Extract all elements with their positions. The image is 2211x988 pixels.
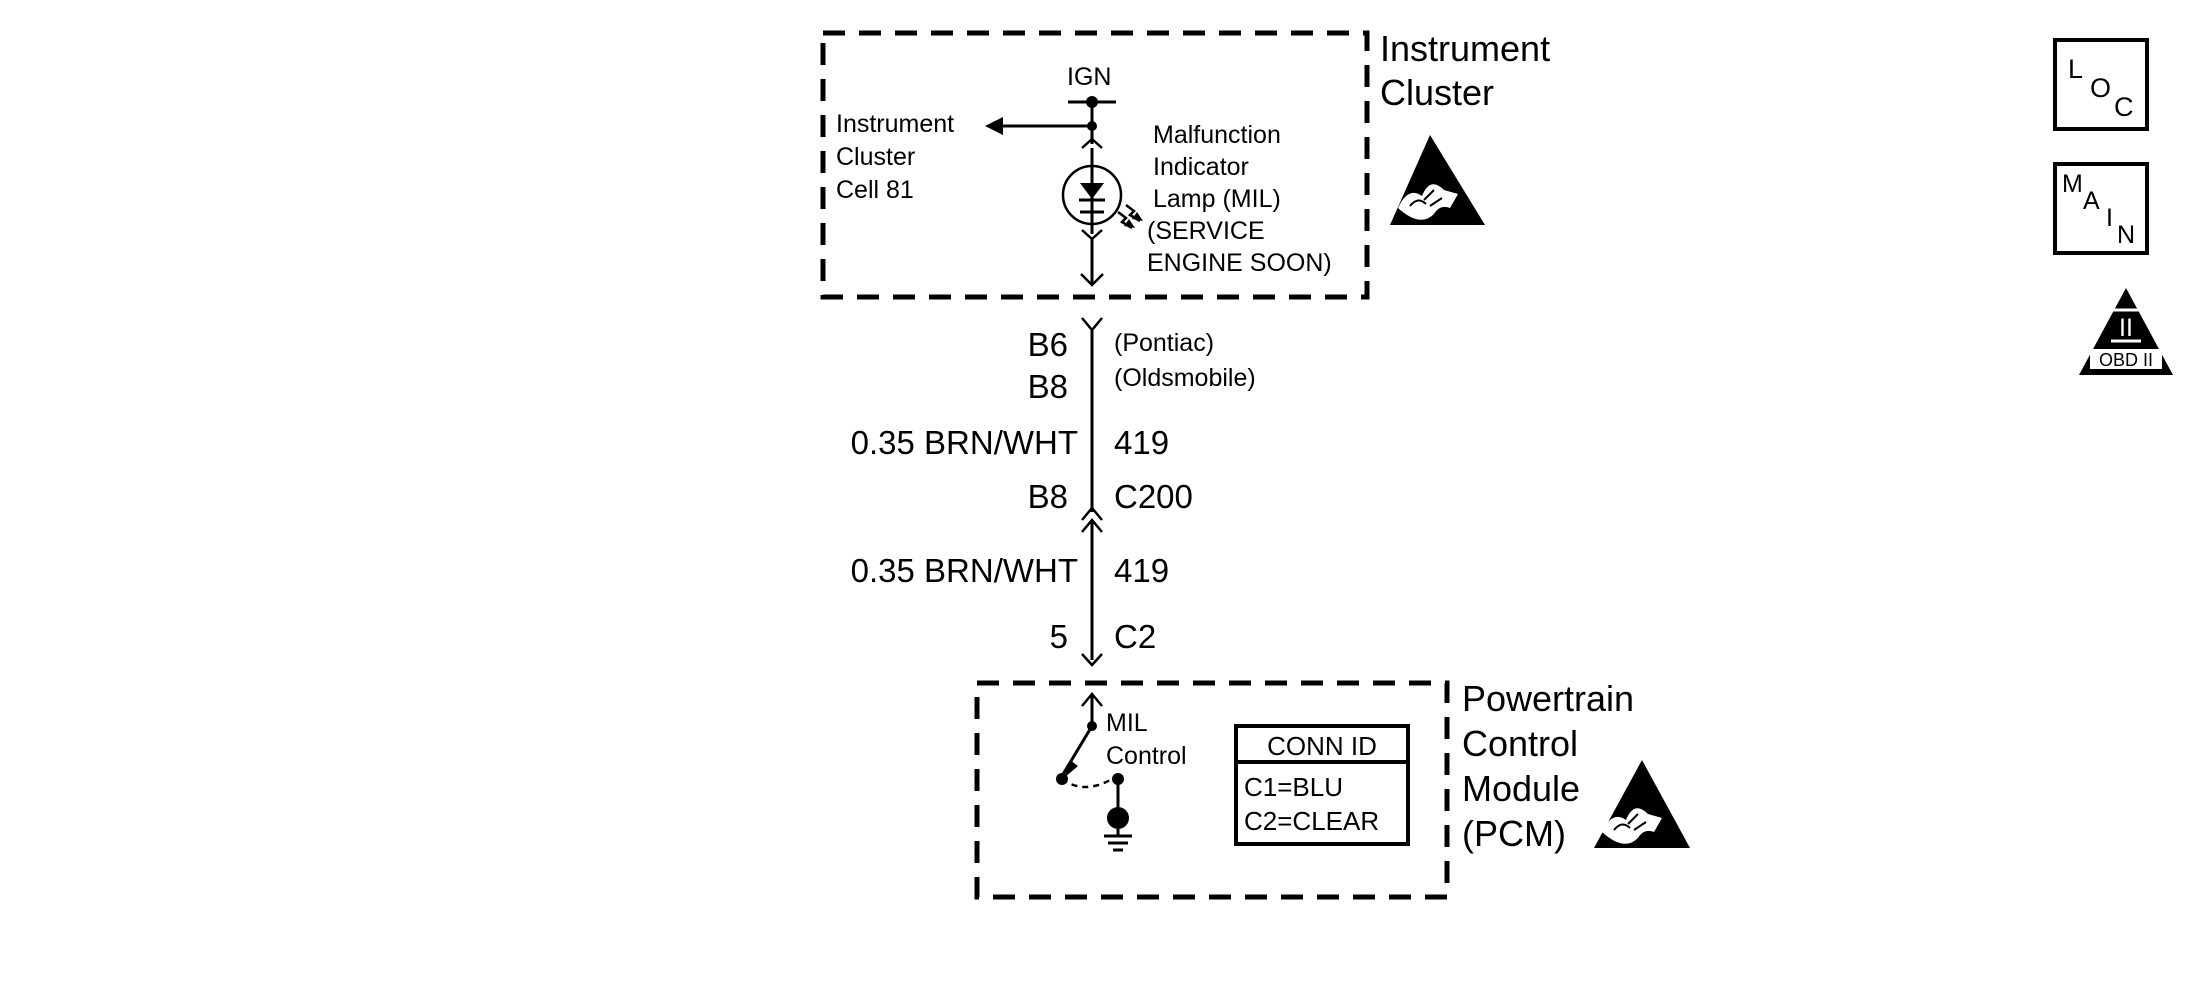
conn-id-header: CONN ID <box>1267 731 1377 761</box>
obd-ii-icon[interactable]: II OBD II <box>2079 288 2173 375</box>
svg-text:II: II <box>2119 314 2133 342</box>
conn-id-c1: C1=BLU <box>1244 772 1343 802</box>
instrument-cluster-title-line2: Cluster <box>1380 72 1494 113</box>
conn-id-c2: C2=CLEAR <box>1244 806 1379 836</box>
esd-warning-icon <box>1390 135 1485 225</box>
connector-b6-b8-icon <box>1081 317 1103 332</box>
connector-c200-icon <box>1081 506 1103 521</box>
esd-warning-icon <box>1594 760 1690 848</box>
pcm-boundary <box>974 680 1450 900</box>
pcm-connector-label: C2 <box>1114 618 1156 655</box>
cell81-ref-line3: Cell 81 <box>836 176 914 204</box>
ign-label: IGN <box>1067 63 1111 91</box>
loc-icon[interactable]: L O C <box>2053 38 2149 131</box>
switch-actuator-link <box>1061 777 1113 789</box>
note-oldsmobile: (Oldsmobile) <box>1114 364 1256 392</box>
pcm-title-line3: Module <box>1462 768 1580 809</box>
ground-node-dot <box>1107 807 1129 829</box>
arrow-down-icon <box>1080 273 1104 287</box>
pcm-block: Powertrain Control Module (PCM) MIL Cont… <box>974 678 1690 900</box>
cell81-ref-line2: Cluster <box>836 143 915 171</box>
svg-text:OBD II: OBD II <box>2099 350 2153 370</box>
pcm-title-line4: (PCM) <box>1462 813 1566 854</box>
svg-text:M: M <box>2062 170 2083 198</box>
connector-c2-icon <box>1081 653 1103 667</box>
pcm-pin: 5 <box>1050 618 1068 655</box>
ign-splice-dot <box>1086 96 1098 108</box>
instrument-cluster-block: Instrument Cluster IGN Instrument Cluste… <box>820 28 1550 300</box>
svg-text:N: N <box>2117 221 2135 249</box>
mil-label-line4: (SERVICE <box>1147 217 1265 245</box>
mil-control-switch-icon <box>1060 725 1094 777</box>
conn-id-table: CONN ID C1=BLU C2=CLEAR <box>1234 724 1410 846</box>
mil-label-line5: ENGINE SOON) <box>1147 249 1332 277</box>
wire-gauge-upper: 0.35 BRN/WHT <box>851 424 1078 461</box>
connector-tip-icon <box>1081 137 1103 149</box>
arrow-left-icon <box>985 117 1003 135</box>
main-icon[interactable]: M A I N <box>2053 162 2149 255</box>
mil-label-line2: Indicator <box>1153 153 1249 181</box>
c200-label: C200 <box>1114 478 1193 515</box>
pcm-title-line2: Control <box>1462 723 1578 764</box>
pin-b6: B6 <box>1028 326 1068 363</box>
svg-text:A: A <box>2083 187 2100 215</box>
wire-gauge-lower: 0.35 BRN/WHT <box>851 552 1078 589</box>
pin-b8-upper: B8 <box>1028 368 1068 405</box>
mil-label-line1: Malfunction <box>1153 121 1281 149</box>
cell81-ref-line1: Instrument <box>836 110 954 138</box>
circuit-number-lower: 419 <box>1114 552 1169 589</box>
instrument-cluster-title-line1: Instrument <box>1380 28 1550 69</box>
svg-text:L: L <box>2068 54 2083 84</box>
mil-control-label-line1: MIL <box>1106 709 1148 737</box>
pcm-title-line1: Powertrain <box>1462 678 1634 719</box>
mil-control-label-line2: Control <box>1106 742 1187 770</box>
circuit-number-upper: 419 <box>1114 424 1169 461</box>
note-pontiac: (Pontiac) <box>1114 329 1214 357</box>
svg-text:I: I <box>2106 204 2113 232</box>
mil-label-line3: Lamp (MIL) <box>1153 185 1281 213</box>
instrument-cluster-boundary <box>820 30 1370 300</box>
mil-lamp-icon <box>1061 164 1143 230</box>
c200-pin: B8 <box>1028 478 1068 515</box>
svg-text:C: C <box>2114 92 2134 122</box>
ground-icon <box>1104 829 1132 852</box>
svg-text:O: O <box>2090 73 2111 103</box>
harness-circuit-419: B6 (Pontiac) B8 (Oldsmobile) 0.35 BRN/WH… <box>851 317 1256 667</box>
